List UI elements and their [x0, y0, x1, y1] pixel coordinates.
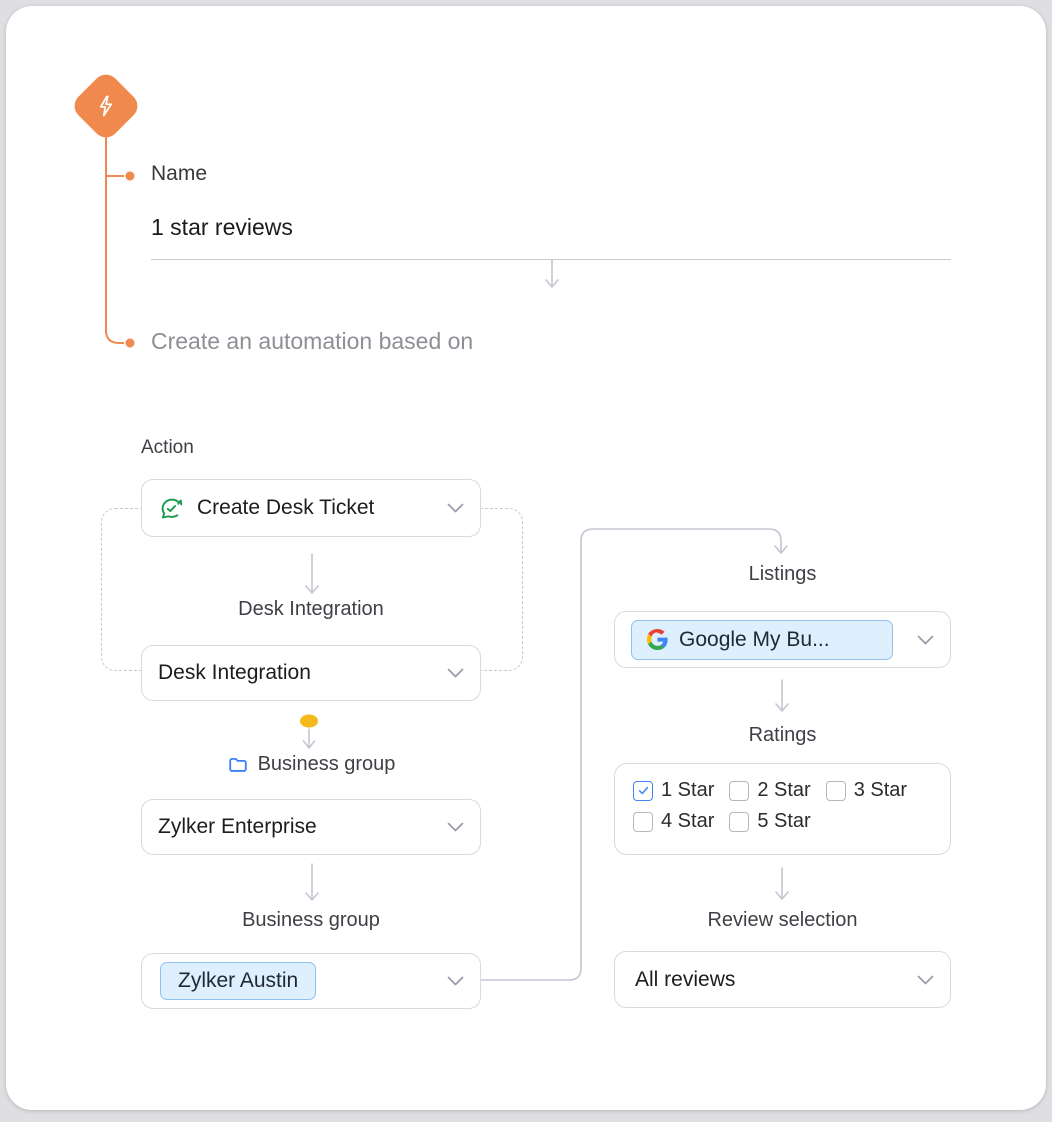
- arrow-enterprise-to-business-group: [305, 863, 319, 901]
- integration-dropdown-value: Desk Integration: [158, 661, 311, 684]
- based-on-label: Create an automation based on: [151, 328, 474, 354]
- chevron-down-icon: [917, 975, 934, 984]
- lightning-icon: [99, 95, 113, 117]
- action-dropdown[interactable]: Create Desk Ticket: [141, 479, 481, 537]
- folder-icon: [228, 757, 247, 772]
- based-on-branch-dot: [125, 338, 135, 348]
- arrow-pin-to-business-group: [302, 728, 316, 749]
- enterprise-dropdown-value: Zylker Enterprise: [158, 815, 317, 838]
- integration-dropdown[interactable]: Desk Integration: [141, 645, 481, 701]
- rating-3-star-label: 3 Star: [853, 779, 908, 801]
- trigger-node[interactable]: [69, 69, 143, 143]
- name-branch-dot: [125, 171, 135, 181]
- chevron-down-icon: [447, 976, 464, 986]
- desk-ticket-icon: [161, 498, 183, 518]
- chevron-down-icon: [447, 668, 464, 678]
- name-input-value: 1 star reviews: [151, 214, 293, 240]
- automation-canvas: Name 1 star reviews Create an automation…: [6, 6, 1046, 1110]
- review-dropdown-value: All reviews: [635, 967, 736, 991]
- rating-3-star-checkbox[interactable]: [825, 780, 846, 801]
- action-section-label: Action: [141, 437, 194, 458]
- action-dropdown-value: Create Desk Ticket: [197, 496, 375, 519]
- rating-5-star-label: 5 Star: [757, 810, 811, 832]
- name-input[interactable]: 1 star reviews: [151, 212, 951, 260]
- ratings-row-1: 1 Star 2 Star 3 Star: [633, 779, 950, 802]
- rating-4-star-checkbox[interactable]: [633, 811, 653, 832]
- pin-dot: [300, 714, 318, 728]
- listings-selected-chip[interactable]: Google My Bu...: [631, 619, 893, 660]
- rating-1-star-label: 1 Star: [661, 779, 715, 801]
- listings-dropdown[interactable]: Google My Bu...: [614, 611, 951, 668]
- chevron-down-icon: [447, 822, 464, 832]
- chevron-down-icon: [917, 635, 934, 644]
- chevron-down-icon: [447, 503, 464, 513]
- name-label: Name: [151, 162, 208, 185]
- arrow-name-to-automation: [545, 259, 559, 288]
- location-dropdown-value: Zylker Austin: [178, 969, 299, 992]
- arrow-ratings-to-review: [775, 867, 789, 900]
- rating-option-1-star: 1 Star: [633, 779, 714, 802]
- ratings-caption: Ratings: [748, 724, 817, 746]
- business-group-caption-1: Business group: [141, 753, 481, 776]
- location-dropdown[interactable]: Zylker Austin: [141, 953, 481, 1009]
- rating-2-star-checkbox[interactable]: [729, 780, 750, 801]
- arrow-listings-to-ratings: [775, 679, 789, 712]
- google-logo: [646, 628, 668, 651]
- checkmark-icon: [638, 786, 648, 795]
- review-selection-dropdown[interactable]: All reviews: [614, 951, 951, 1008]
- listings-dropdown-value: Google My Bu...: [679, 627, 830, 651]
- rating-option-2-star: 2 Star: [729, 779, 811, 802]
- listings-caption: Listings: [748, 563, 817, 585]
- rating-option-3-star: 3 Star: [825, 779, 908, 802]
- rating-option-4-star: 4 Star: [633, 810, 714, 833]
- rating-2-star-label: 2 Star: [757, 779, 811, 801]
- ratings-row-2: 4 Star 5 Star: [633, 810, 950, 833]
- review-selection-caption: Review selection: [707, 909, 858, 931]
- integration-caption: Desk Integration: [238, 598, 384, 620]
- location-selected-chip[interactable]: Zylker Austin: [160, 962, 317, 1000]
- enterprise-dropdown[interactable]: Zylker Enterprise: [141, 799, 481, 855]
- business-group-caption-2: Business group: [242, 909, 380, 931]
- rating-option-5-star: 5 Star: [729, 810, 811, 833]
- trigger-connector: [105, 126, 124, 344]
- rating-5-star-checkbox[interactable]: [729, 811, 750, 832]
- business-group-caption-1-label: Business group: [257, 753, 396, 775]
- rating-1-star-checkbox[interactable]: [633, 780, 653, 801]
- ratings-box: 1 Star 2 Star 3 Star: [614, 763, 951, 855]
- rating-4-star-label: 4 Star: [661, 810, 715, 832]
